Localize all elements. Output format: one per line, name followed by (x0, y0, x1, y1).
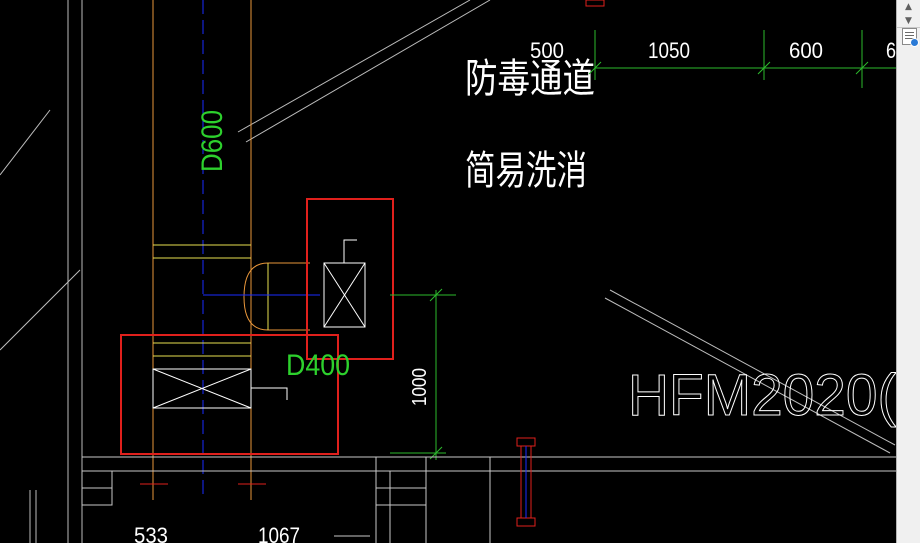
wall-lines-left (0, 0, 83, 543)
bottom-wall (81, 456, 896, 543)
dim-top-2: 1050 (648, 38, 690, 63)
vertical-dimension-line (390, 288, 456, 460)
top-dimension-line (588, 30, 896, 88)
dim-bottom-2: 1067 (258, 523, 300, 543)
red-column-element (516, 0, 605, 527)
duct-branch-size-label: D400 (286, 349, 350, 382)
properties-icon[interactable] (902, 28, 919, 47)
duct-main-size-label: D600 (196, 110, 229, 172)
main-duct[interactable] (152, 0, 252, 500)
room-name-label: 防毒通道 (465, 56, 595, 102)
dim-bottom-1: 533 (134, 523, 168, 543)
dim-top-4: 6 (886, 38, 896, 63)
valve-branch[interactable] (323, 239, 366, 328)
highlight-box-main-valve[interactable] (120, 334, 339, 455)
dim-top-3: 600 (789, 38, 823, 63)
door-code-label: HFM2020(6 (628, 363, 920, 428)
triangle-down-icon[interactable]: ▼ (897, 14, 920, 28)
diagonal-lines (237, 0, 896, 454)
highlight-box-branch-valve[interactable] (306, 198, 394, 360)
dim-top-1: 500 (530, 38, 564, 63)
valve-main[interactable] (152, 368, 288, 409)
room-function-label: 简易洗消 (465, 148, 587, 194)
triangle-up-icon[interactable]: ▲ (897, 0, 920, 14)
branch-duct[interactable] (203, 262, 320, 331)
dim-vertical: 1000 (409, 368, 431, 406)
vertical-scrollbar[interactable]: ▲ ▼ (896, 0, 920, 543)
